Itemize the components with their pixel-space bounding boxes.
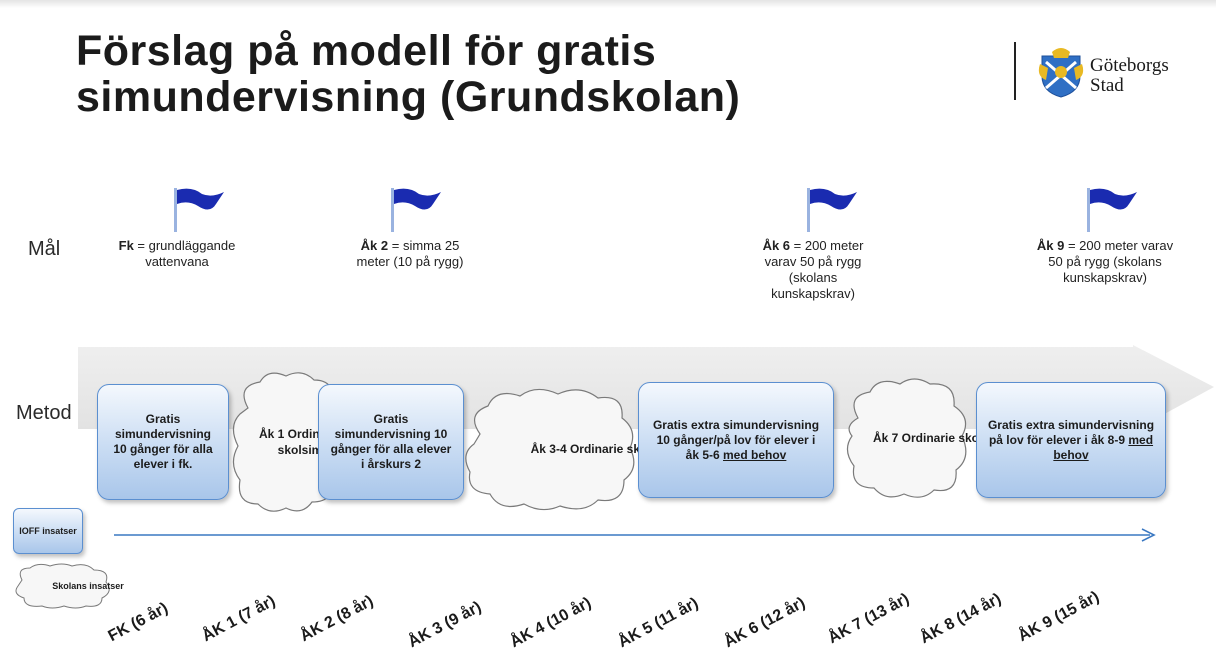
timeline-label-ak3: ÅK 3 (9 år) xyxy=(405,598,485,652)
goal-ak6-text: = 200 meter varav 50 på rygg (skolans ku… xyxy=(764,238,864,301)
logo-line-2: Stad xyxy=(1090,75,1124,96)
skolans-text: Skolans insatser xyxy=(52,580,124,591)
flag-icon xyxy=(1087,188,1137,232)
timeline-label-ak8: ÅK 8 (14 år) xyxy=(917,590,1005,648)
box-ak5-6-underline: med behov xyxy=(723,447,787,462)
timeline-label-ak7: ÅK 7 (13 år) xyxy=(825,590,913,648)
flag-icon xyxy=(391,188,441,232)
timeline-label-ak2: ÅK 2 (8 år) xyxy=(297,592,377,646)
title-line-1: Förslag på modell för gratis xyxy=(76,27,657,75)
timeline-label-ak4: ÅK 4 (10 år) xyxy=(507,594,595,652)
title-line-2: simundervisning (Grundskolan) xyxy=(76,73,741,121)
logo-text: Göteborgs Stad xyxy=(1090,56,1169,96)
timeline-label-ak9: ÅK 9 (15 år) xyxy=(1015,588,1103,646)
logo-divider xyxy=(1014,42,1016,100)
page-title: Förslag på modell för gratis simundervis… xyxy=(76,28,976,120)
cloud-shape xyxy=(846,378,967,498)
ioff-box: IOFF insatser xyxy=(13,508,83,554)
goal-ak9-text: = 200 meter varav 50 på rygg (skolans ku… xyxy=(1048,238,1174,285)
method-box-ak8-9: Gratis extra simundervisning på lov för … xyxy=(976,382,1166,498)
goal-ak2-text: = simma 25 meter (10 på rygg) xyxy=(356,238,464,269)
timeline-label-ak6: ÅK 6 (12 år) xyxy=(721,594,809,652)
row-label-method: Metod xyxy=(16,402,72,424)
method-box-fk: Gratis simundervisning 10 gånger för all… xyxy=(97,384,229,500)
goal-ak6: Åk 6 = 200 meter varav 50 på rygg (skola… xyxy=(748,238,878,302)
goal-ak6-bold: Åk 6 xyxy=(762,238,791,253)
goal-ak9-bold: Åk 9 xyxy=(1036,238,1065,253)
flag-icon xyxy=(174,188,224,232)
method-box-ak5-6: Gratis extra simundervisning 10 gånger/p… xyxy=(638,382,834,498)
box-ak5-6-content: Gratis extra simundervisning 10 gånger/p… xyxy=(649,418,823,463)
box-ak8-9-text: Gratis extra simundervisning på lov för … xyxy=(987,417,1155,447)
goal-ak9: Åk 9 = 200 meter varav 50 på rygg (skola… xyxy=(1036,238,1174,286)
goal-fk: Fk = grundläggande vattenvana xyxy=(118,238,236,270)
goal-ak2-bold: Åk 2 xyxy=(360,238,389,253)
goal-ak2: Åk 2 = simma 25 meter (10 på rygg) xyxy=(346,238,474,270)
timeline-arrow xyxy=(114,528,1156,542)
cloud-ak7-text: Åk 7 Ordinarie skolsim xyxy=(872,431,1004,445)
logo-line-1: Göteborgs xyxy=(1090,55,1169,76)
timeline-label-ak5: ÅK 5 (11 år) xyxy=(615,594,702,652)
coat-of-arms-icon xyxy=(1038,48,1084,98)
cloud-ak3-4-text: Åk 3-4 Ordinarie skolsim xyxy=(530,442,672,456)
method-cloud-ak7: Åk 7 Ordinarie skolsim xyxy=(842,374,1003,502)
timeline-label-ak1: ÅK 1 (7 år) xyxy=(199,592,279,646)
goal-fk-bold: Fk xyxy=(118,238,134,253)
box-ak8-9-content: Gratis extra simundervisning på lov för … xyxy=(987,418,1155,463)
cloud-shape xyxy=(15,563,110,609)
box-ak5-6-text: Gratis extra simundervisning 10 gånger/p… xyxy=(652,417,820,462)
row-label-goal: Mål xyxy=(28,238,61,260)
method-box-ak2: Gratis simundervisning 10 gånger för all… xyxy=(318,384,464,500)
method-cloud-ak3-4: Åk 3-4 Ordinarie skolsim xyxy=(462,384,671,514)
box-ak8-9-underline: med behov xyxy=(1053,432,1154,462)
flag-icon xyxy=(807,188,857,232)
skolans-cloud: Skolans insatser xyxy=(10,562,124,610)
logo: Göteborgs Stad xyxy=(1014,42,1204,102)
cloud-shape xyxy=(465,388,635,511)
goal-fk-text: = grundläggande vattenvana xyxy=(133,238,236,269)
top-shadow xyxy=(0,0,1216,8)
